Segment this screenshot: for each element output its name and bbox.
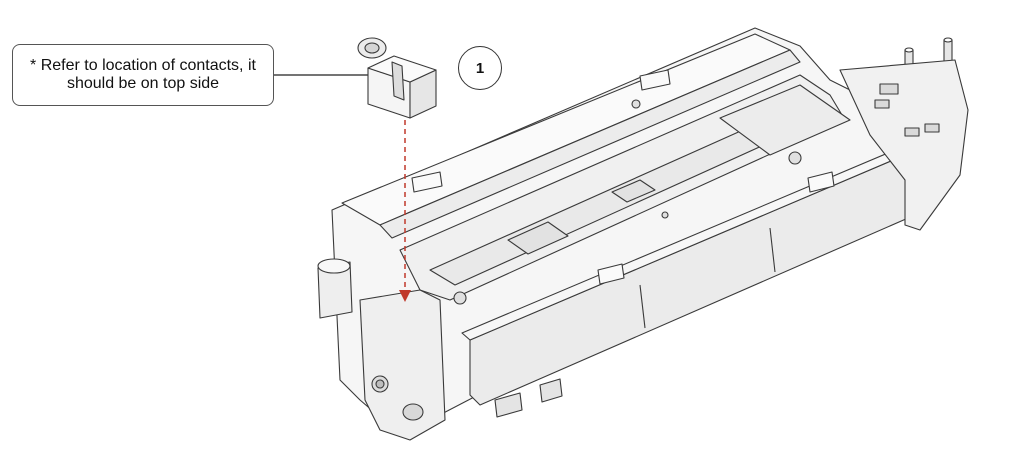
board-component-2 [874,99,890,109]
square-cutout-2 [611,179,656,203]
panel-divider-1 [639,284,646,329]
callout-text: * Refer to location of contacts, it shou… [30,57,256,92]
connector-part [357,37,437,119]
step-number-badge: 1 [458,46,502,90]
top-hole-3 [788,151,802,165]
top-hole-4 [661,211,669,219]
top-hole-1 [453,291,467,305]
connector-round-tab-inner [364,42,380,54]
front-screw-head [375,379,385,389]
connector-slot [391,61,405,101]
square-cutout-1 [507,221,569,255]
tab-4 [807,171,835,193]
pin-2-top [943,37,953,43]
tab-2 [639,69,671,91]
frame-assembly [317,27,969,441]
top-hole-2 [631,99,641,109]
panel-divider-2 [769,227,776,273]
left-post-top [317,258,351,274]
step-number: 1 [475,59,485,77]
bottom-slot-2 [539,378,563,403]
bottom-hole [402,403,424,421]
callout-box: * Refer to location of contacts, it shou… [12,44,274,106]
raised-pad [719,84,851,156]
board-component-3 [904,127,920,137]
tab-1 [411,171,443,193]
right-board [839,59,969,231]
board-component-1 [879,83,899,95]
upper-rail-edge [379,49,801,239]
board-component-4 [924,123,940,133]
bottom-slot-1 [494,392,523,418]
pin-1-top [904,47,914,53]
left-end-bracket [359,289,446,441]
tab-3 [597,263,625,285]
